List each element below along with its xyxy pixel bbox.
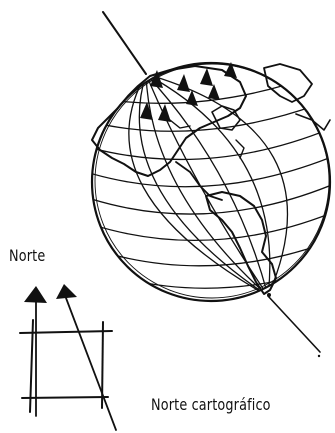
true-north-arrowhead (56, 284, 77, 299)
map-sheet-bottom-edge (22, 397, 108, 398)
true-north-arrow-shaft (66, 298, 116, 430)
globe (80, 62, 334, 301)
latitude-lines (80, 70, 334, 288)
grid-north-arrowhead (24, 286, 47, 303)
cartographic-north-label: Norte cartográfico (151, 395, 271, 414)
north-label: Norte (9, 246, 45, 265)
map-sheet-diagram (20, 284, 116, 430)
map-sheet-top-edge (20, 331, 112, 333)
